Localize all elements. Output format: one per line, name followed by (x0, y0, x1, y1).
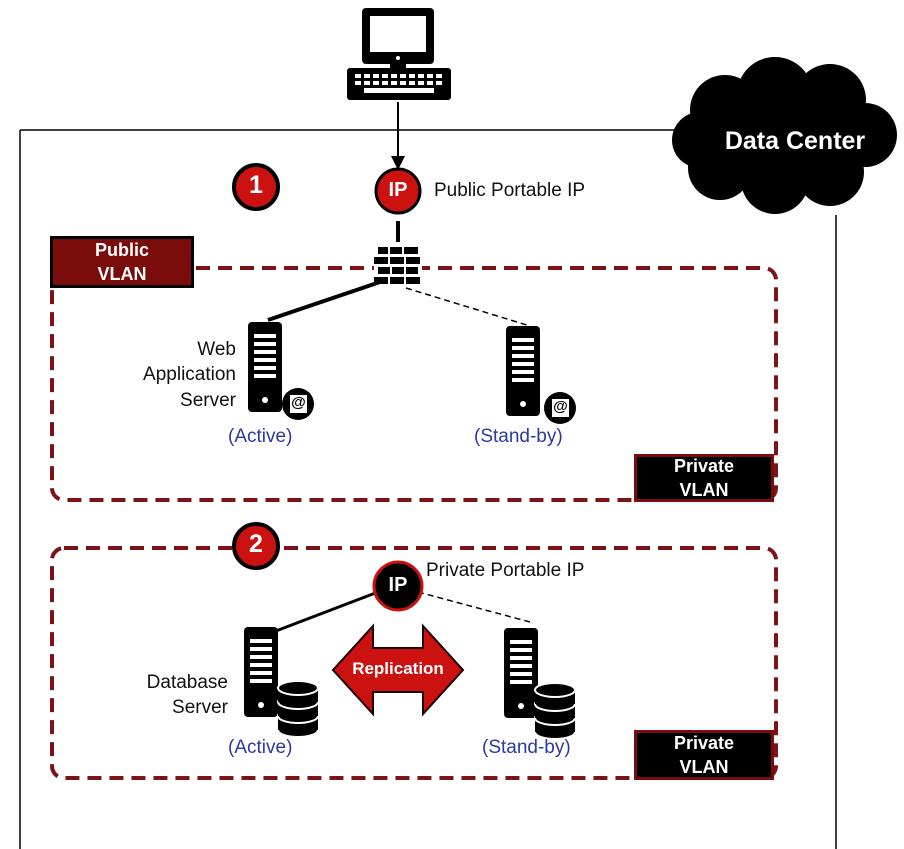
db-private-vlan-tag: Private VLAN (634, 730, 774, 780)
active-db-server-icon (244, 627, 278, 717)
step-marker-1 (232, 163, 280, 211)
data-center-frame (19, 129, 837, 849)
standby-web-email-at: @ (553, 398, 568, 415)
firewall-icon (374, 244, 422, 290)
public-vlan-line1: Public (94, 240, 149, 260)
email-at-icon (544, 392, 576, 424)
public-vlan-tag: Public VLAN (50, 236, 194, 288)
public-portable-ip-label: Public Portable IP (434, 180, 586, 201)
step-marker-2 (232, 522, 280, 570)
step-marker-1-label: 1 (249, 171, 263, 199)
web-server-label-line2: Application (143, 364, 236, 385)
web-private-vlan-line1: Private (673, 456, 735, 476)
replication-arrow-icon (331, 623, 465, 717)
desktop-computer-icon (347, 8, 451, 100)
standby-web-server-icon (506, 326, 540, 416)
client-to-ip-arrow (391, 102, 405, 170)
database-stack-icon (534, 682, 576, 740)
private-ip-badge (267, 560, 531, 636)
web-private-vlan-line2: VLAN (679, 480, 729, 500)
firewall-to-standby-web-link (405, 287, 531, 327)
database-vlan-boundary (50, 546, 778, 780)
cloud-icon (672, 57, 897, 214)
email-at-icon (282, 388, 314, 420)
public-ip-badge-label: IP (388, 179, 408, 201)
data-center-label: Data Center (724, 127, 866, 155)
standby-db-server-icon (504, 628, 538, 718)
active-web-server-icon (248, 322, 282, 412)
db-server-label-line2: Server (172, 697, 228, 718)
step-marker-2-label: 2 (249, 530, 263, 558)
public-vlan-boundary (50, 266, 778, 502)
private-ip-badge-label: IP (388, 574, 408, 596)
web-private-vlan-tag: Private VLAN (634, 454, 774, 502)
public-vlan-line2: VLAN (97, 264, 147, 284)
public-ip-badge (374, 167, 422, 215)
web-active-status: (Active) (228, 426, 293, 447)
firewall-to-active-web-link (267, 280, 381, 322)
web-server-label-line1: Web (197, 339, 236, 360)
private-portable-ip-label: Private Portable IP (426, 560, 585, 581)
database-stack-icon (277, 680, 319, 738)
web-server-label-line3: Server (180, 390, 236, 411)
db-active-status: (Active) (228, 737, 293, 758)
db-server-label-line1: Database (146, 672, 228, 693)
web-standby-status: (Stand-by) (474, 426, 563, 447)
replication-label: Replication (352, 659, 444, 678)
db-standby-status: (Stand-by) (482, 737, 571, 758)
active-web-email-at: @ (291, 394, 306, 411)
db-private-vlan-line1: Private (673, 733, 735, 753)
db-private-vlan-line2: VLAN (679, 757, 729, 777)
